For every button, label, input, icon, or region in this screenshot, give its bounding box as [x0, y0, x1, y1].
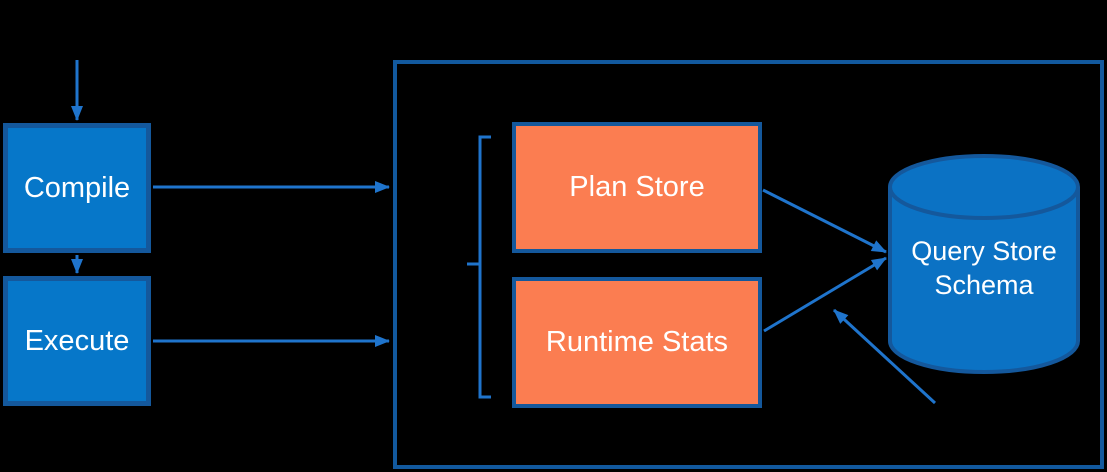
node-runtime-stats: Runtime Stats	[512, 277, 762, 408]
query-store-schema-label: Query Store Schema	[890, 234, 1078, 302]
node-execute: Execute	[3, 276, 151, 406]
compile-label: Compile	[23, 171, 131, 204]
schema-label-line1: Query Store	[911, 236, 1057, 266]
node-compile: Compile	[3, 123, 151, 253]
schema-label-line2: Schema	[934, 270, 1034, 300]
execute-label: Execute	[24, 324, 130, 357]
query-store-container-box	[393, 60, 1104, 469]
runtime-stats-label: Runtime Stats	[545, 326, 729, 358]
node-plan-store: Plan Store	[512, 122, 762, 253]
plan-store-label: Plan Store	[569, 171, 705, 203]
